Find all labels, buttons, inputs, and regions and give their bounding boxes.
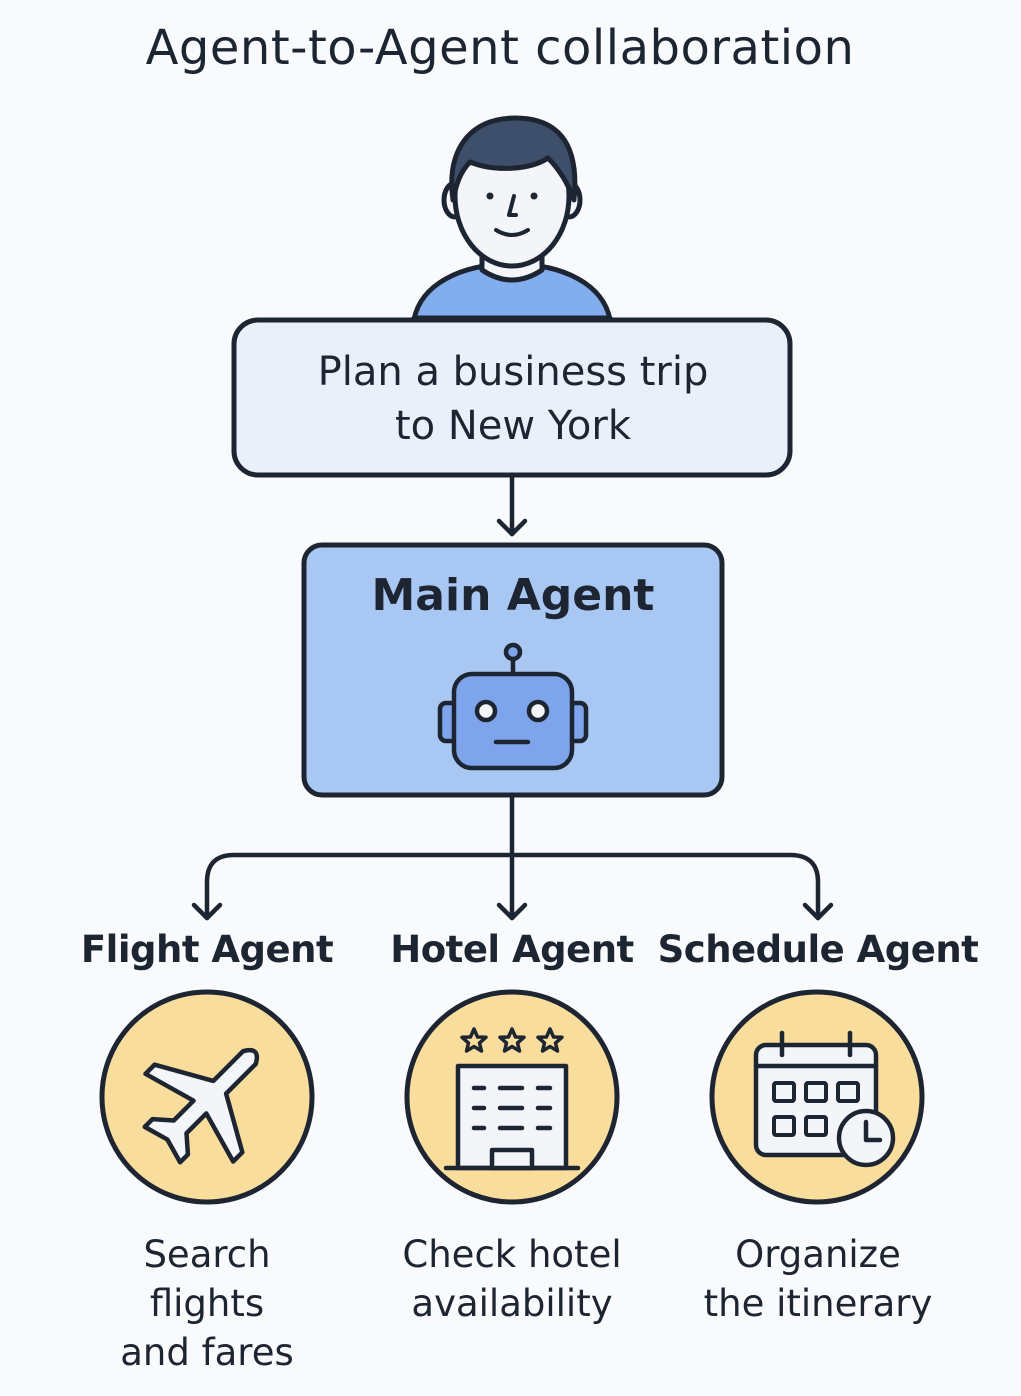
flight-agent-description: Search flights and fares [37, 1230, 377, 1377]
arrow-to-main-agent [496, 474, 528, 537]
schedule-desc-line-2: the itinerary [703, 1282, 933, 1325]
star-icon [460, 1027, 564, 1053]
calendar-clock-icon [753, 1030, 896, 1168]
hotel-icon [443, 1027, 581, 1171]
diagram-title: Agent-to-Agent collaboration [145, 20, 855, 76]
schedule-agent-circle [709, 989, 925, 1205]
flight-agent-circle [99, 989, 315, 1205]
user-request-line-1: Plan a business trip [317, 349, 709, 395]
hotel-desc-line-1: Check hotel [402, 1233, 622, 1276]
user-request: Plan a business trip to New York [236, 345, 790, 453]
airplane-icon [142, 1047, 260, 1165]
hotel-agent-label: Hotel Agent [390, 928, 634, 971]
user-request-line-2: to New York [394, 403, 632, 449]
schedule-agent-description: Organize the itinerary [648, 1230, 988, 1328]
flight-desc-line-1: Search [143, 1233, 271, 1276]
schedule-agent-label: Schedule Agent [657, 928, 979, 971]
flight-desc-line-3: and fares [120, 1331, 294, 1374]
flight-desc-line-2: flights [149, 1282, 265, 1325]
hotel-agent-description: Check hotel availability [342, 1230, 682, 1328]
main-agent-title: Main Agent [371, 570, 655, 621]
user-icon [411, 115, 613, 321]
branch-connectors [191, 794, 834, 921]
hotel-agent-circle [404, 989, 620, 1205]
schedule-desc-line-1: Organize [735, 1233, 901, 1276]
robot-icon [437, 642, 589, 771]
hotel-desc-line-2: availability [411, 1282, 613, 1325]
flight-agent-label: Flight Agent [80, 928, 334, 971]
